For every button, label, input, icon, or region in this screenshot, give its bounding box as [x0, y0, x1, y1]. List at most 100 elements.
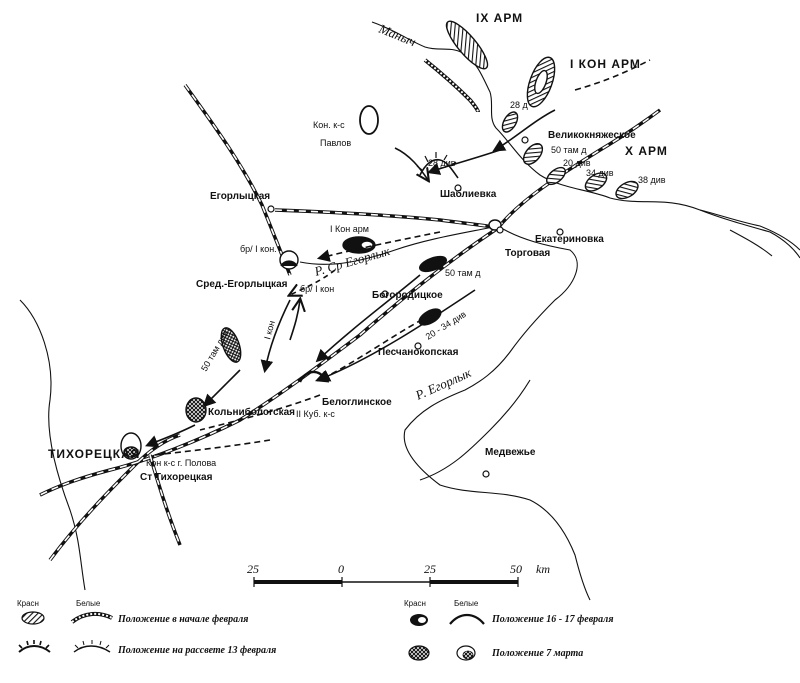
legend-item1: Положение в начале февраля — [117, 614, 248, 625]
x-army-label: Х АРМ — [625, 144, 668, 158]
div28-marker — [501, 111, 519, 133]
ii-kub-ks-label: II Куб. к-с — [296, 409, 335, 419]
legend-item3: Положение 16 - 17 февраля — [491, 614, 613, 625]
settlements — [267, 136, 564, 478]
scale-tick-25w: 25 — [247, 562, 259, 576]
arrow-6 — [315, 274, 421, 363]
scale-tick-25e: 25 — [424, 562, 436, 576]
arrow-4 — [316, 231, 441, 262]
legend-hdr-white-2: Белые — [454, 599, 479, 608]
bogoroditskoe-dot — [381, 290, 389, 298]
egorlyk-river — [403, 225, 591, 601]
river-manych-label: Маныч — [376, 20, 418, 49]
d28a-label: 28 д — [510, 100, 529, 110]
br1b-label: бр/ I кон — [300, 284, 334, 294]
legend-item2: Положение на рассвете 13 февраля — [117, 645, 276, 656]
br1a-label: бр/ I кон. — [240, 244, 277, 254]
railways — [39, 83, 662, 562]
egorlytskaya-label: Егорлыцкая — [210, 191, 270, 202]
railway-torgovaya-tikhoretsk — [39, 226, 499, 497]
d50b-label: 50 там д — [445, 268, 481, 278]
movement-arrows — [145, 59, 651, 456]
arrow-3 — [426, 149, 501, 175]
shablievka-label: Шаблиевка — [440, 188, 497, 200]
peschanokopskaya-label: Песчанокопская — [378, 347, 459, 358]
arrow-10 — [289, 300, 300, 341]
arrow-12 — [145, 424, 196, 448]
arrow-14 — [154, 439, 271, 456]
egorlyk-white-marker — [279, 250, 299, 270]
legend-red-feb-start — [21, 611, 45, 625]
legend-red-march7 — [408, 645, 430, 661]
ix-army-marker — [445, 20, 489, 70]
torgovaya-label: Торговая — [505, 248, 550, 259]
legend-white-feb16 — [449, 613, 485, 625]
arrow-9 — [260, 299, 291, 374]
ekaterinovka-dot — [556, 228, 564, 236]
bogoroditskoe-label: Богородицкое — [372, 290, 443, 301]
belaya-glina-white — [298, 370, 327, 383]
i-kon-army-inner — [534, 69, 548, 95]
torgovaya-dot — [496, 226, 504, 234]
white-front-feb-start — [423, 58, 480, 113]
div50-feb16 — [418, 255, 448, 273]
medvezhye-dot — [482, 470, 490, 478]
legend-red-feb13 — [18, 645, 51, 653]
shablievka-dot — [454, 184, 462, 192]
velikoknyazheskoe-dot — [521, 136, 529, 144]
d20a-label: 20 див — [563, 158, 591, 168]
scale-unit: km — [536, 562, 550, 576]
arrow-11 — [202, 369, 241, 408]
arrow-1 — [492, 109, 556, 152]
scale-tick-50: 50 — [510, 562, 522, 576]
scale-bar: 25 0 25 50 km — [247, 562, 550, 587]
legend-white-feb-start — [70, 611, 113, 624]
velikoknyazheskoe-label: Великокняжеское — [548, 130, 636, 141]
pavlov-corps-marker — [359, 105, 379, 135]
div50-marker — [522, 143, 544, 165]
medvezhye-label: Медвежье — [485, 447, 536, 458]
i-kon-arm-small-label: I Кон арм — [330, 224, 369, 234]
i-kon-vert-label: I кон — [262, 320, 277, 341]
railway-west — [274, 208, 499, 230]
legend: Красн Белые Положение в начале февраля П… — [17, 599, 613, 661]
arrow-8 — [317, 309, 441, 382]
peschanokopskaya-dot — [414, 342, 422, 350]
polov-corps-label: Кон к-с г. Полова — [146, 458, 216, 468]
tikhoretskaya-label: ТИХОРЕЦКАЯ — [48, 447, 140, 461]
div50-march7 — [220, 327, 242, 363]
coast-east — [699, 209, 800, 257]
tributary-1 — [419, 379, 531, 481]
river-egorlyk-label: Р. Егорлык — [412, 365, 474, 404]
kolnibolotskaya-unit — [185, 397, 207, 423]
belaya-glina-label: Белоглинское — [322, 397, 392, 408]
div20-marker — [546, 166, 566, 186]
tributary-2 — [19, 299, 86, 591]
arrow-5 — [290, 269, 336, 295]
st-tikhoretskaya-label: Ст Тихорецкая — [140, 472, 213, 483]
pavlov-label-2: Павлов — [320, 138, 351, 148]
d28b-label: 28 див — [428, 158, 456, 168]
legend-white-feb13 — [73, 645, 111, 653]
sr-egorlyk-river — [299, 225, 499, 265]
div34-marker — [584, 172, 608, 192]
scale-tick-0: 0 — [338, 562, 344, 576]
arrow-pavlov — [394, 147, 428, 180]
arrow-2 — [574, 59, 651, 91]
d38-label: 38 див — [638, 175, 666, 185]
legend-item4: Положение 7 марта — [491, 648, 583, 659]
d50a-label: 50 там д — [551, 145, 587, 155]
i-kon-army-label: I КОН АРМ — [570, 57, 641, 71]
kolnibolotskaya-label: Кольнибологская — [208, 406, 295, 418]
ix-army-label: IX АРМ — [476, 11, 523, 25]
arrow-7 — [315, 289, 476, 383]
arrow-13 — [199, 394, 321, 431]
d34-label: 34 див — [586, 168, 614, 178]
ekaterinovka-label: Екатериновка — [535, 234, 604, 245]
rivers — [19, 21, 800, 601]
legend-hdr-white-1: Белые — [76, 599, 101, 608]
div38-marker — [615, 180, 639, 200]
legend-hdr-red-1: Красн — [17, 599, 39, 608]
